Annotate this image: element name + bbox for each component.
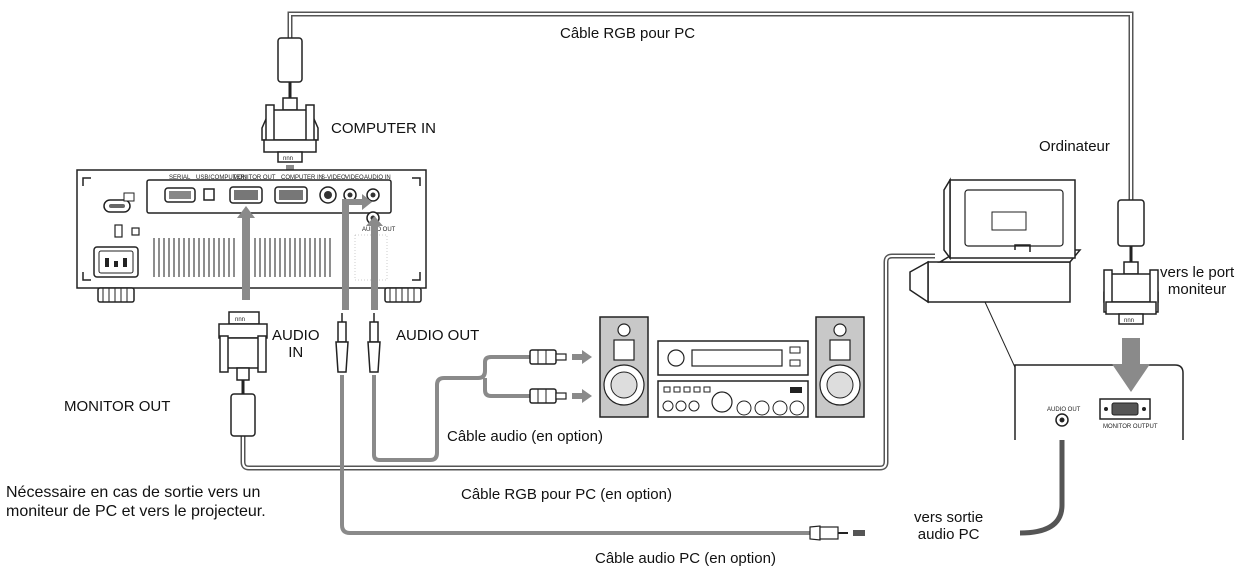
projector: SERIAL USB(COMPUTER) MONITOR OUT COMPUTE… — [76, 169, 427, 303]
svg-text:nnn: nnn — [235, 317, 245, 323]
audio-cable-amp — [372, 355, 530, 462]
pc-audio-out-cable — [1019, 430, 1065, 536]
pc-panel-audio-out: AUDIO OUT — [1047, 407, 1081, 413]
audio-in-plug — [335, 313, 349, 373]
label-pc-audio-cable-optional: Câble audio PC (en option) — [595, 550, 776, 567]
label-computer-in: COMPUTER IN — [331, 120, 436, 137]
label-rgb-cable-top: Câble RGB pour PC — [560, 25, 696, 42]
arrow-audio-in — [342, 194, 372, 310]
audio-out-plug — [367, 313, 381, 373]
arrow-to-monitor-port — [1112, 338, 1150, 392]
label-audio-in: AUDIO IN — [272, 327, 320, 362]
panel-svideo: S-VIDEO — [321, 175, 346, 181]
label-to-pc-audio-out: vers sortie audio PC — [914, 509, 984, 544]
tuner — [657, 340, 809, 376]
amplifier — [657, 380, 809, 418]
svg-text:nnn: nnn — [283, 156, 293, 162]
vga-plug-monitor-out: nnn — [218, 311, 268, 437]
label-rgb-cable-optional: Câble RGB pour PC (en option) — [461, 486, 672, 503]
pc-audio-plug — [809, 525, 865, 541]
rca-plug-bottom — [529, 388, 592, 404]
computer — [909, 177, 1082, 401]
panel-video: VIDEO — [345, 175, 364, 181]
panel-computer-in: COMPUTER IN — [281, 175, 323, 181]
pc-rear-panel: AUDIO OUT MONITOR OUTPUT — [1014, 364, 1184, 440]
arrow-audio-out — [366, 216, 383, 310]
label-to-monitor-port: vers le port moniteur — [1160, 264, 1235, 299]
rgb-cable-top-inner — [289, 13, 1132, 200]
ferrite-core-left — [277, 37, 303, 83]
label-audio-cable-optional: Câble audio (en option) — [447, 428, 603, 445]
panel-audio-in: AUDIO IN — [364, 175, 391, 181]
pc-audio-cable — [340, 375, 810, 535]
panel-serial: SERIAL — [169, 175, 191, 181]
panel-usb: USB(COMPUTER) — [196, 175, 247, 181]
rca-plug-top — [529, 349, 592, 365]
vga-plug-monitor-port: nnn — [1103, 246, 1159, 325]
label-computer: Ordinateur — [1039, 138, 1110, 155]
speaker-right — [815, 316, 865, 418]
vga-plug-computer-in: nnn — [261, 97, 319, 163]
pc-panel-monitor-output: MONITOR OUTPUT — [1103, 424, 1158, 430]
panel-monitor-out: MONITOR OUT — [233, 175, 276, 181]
panel-audio-out: AUDIO OUT — [362, 227, 396, 233]
ferrite-core-right — [1117, 199, 1145, 247]
speaker-left — [599, 316, 649, 418]
label-monitor-out: MONITOR OUT — [64, 398, 171, 415]
label-audio-out: AUDIO OUT — [396, 327, 480, 344]
label-required-note: Nécessaire en cas de sortie vers un moni… — [6, 484, 266, 521]
svg-text:nnn: nnn — [1124, 318, 1134, 324]
arrow-from-monitor-out — [237, 206, 255, 300]
